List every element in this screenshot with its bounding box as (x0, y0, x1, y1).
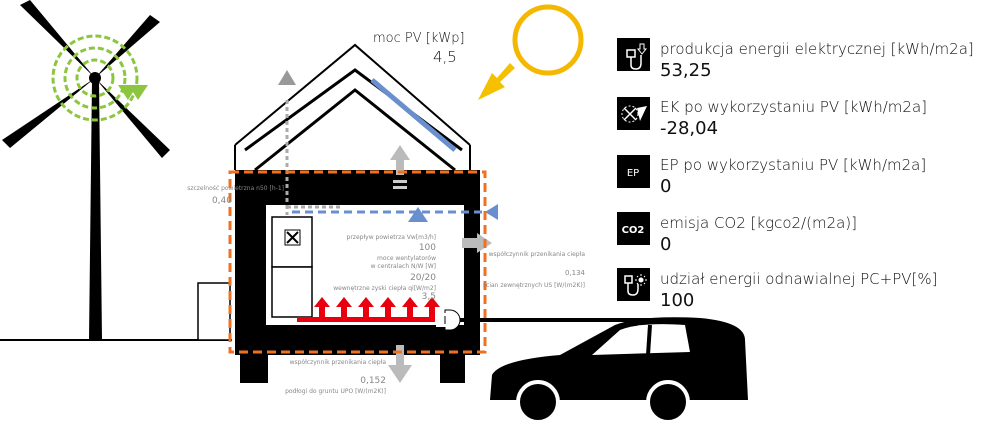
exhaust-arrow-icon (278, 70, 296, 85)
floor-label-2: podłogi do gruntu UPO [W/(m2K)] (285, 388, 386, 395)
kpi-label: EK po wykorzystaniu PV [kWh/m2a] (660, 98, 927, 116)
plug-icon (436, 309, 461, 331)
pv-label: moc PV [kWp] (373, 31, 465, 46)
floor-heat-arrow-icon (388, 345, 412, 383)
kpi-row: EP EP po wykorzystaniu PV [kWh/m2a] 0 (617, 155, 926, 197)
wind-energy-icon (51, 34, 139, 122)
plug-download-icon (617, 38, 650, 71)
walls-value: 0,134 (565, 269, 586, 277)
kpi-label: udział energii odnawialnej PC+PV[%] (660, 270, 937, 288)
fan-icon (284, 229, 301, 246)
gains-label: wewnętrzne zyski ciepła qi[W/m2] (333, 285, 436, 292)
kpi-label: emisja CO2 [kgco2/(m2a)] (660, 214, 857, 232)
svg-text:EP: EP (627, 168, 639, 179)
floor-value: 0,152 (360, 376, 386, 386)
heat-pump-unit (197, 282, 231, 341)
kpi-value: 53,25 (660, 60, 712, 81)
ep-icon (617, 155, 650, 188)
thermal-envelope (228, 170, 487, 354)
co2-icon (617, 212, 650, 245)
sun-icon (512, 4, 584, 76)
airflow-label: przepływ powietrza Vw[m3/h] (347, 234, 436, 241)
airtightness-label: szczelność powietrzna n50 [h-1] (187, 185, 284, 192)
plug-sun-icon (617, 268, 650, 301)
kpi-row: CO2 emisja CO2 [kgco2/(m2a)] 0 (617, 212, 857, 255)
svg-text:CO2: CO2 (622, 225, 645, 236)
gains-value: 3,5 (422, 292, 436, 302)
sun-arrow-icon (478, 63, 515, 100)
supply-arrow-icon (485, 204, 498, 220)
kpi-label: produkcja energii elektrycznej [kWh/m2a] (660, 40, 974, 58)
pv-panel (370, 78, 457, 152)
airtightness-value: 0,40 (212, 196, 232, 206)
walls-label: współczynnik przenikania ciepła (489, 251, 586, 258)
wind-turbine (2, 0, 170, 340)
kpi-value: 100 (660, 290, 694, 311)
kpi-label: EP po wykorzystaniu PV [kWh/m2a] (660, 156, 926, 174)
roof-heat-arrow-icon (390, 145, 410, 175)
internal-gains-arrows (297, 297, 440, 322)
floor-label: współczynnik przenikania ciepła (290, 359, 387, 366)
kpi-row: produkcja energii elektrycznej [kWh/m2a]… (617, 38, 974, 81)
fans-label-2: w centralach N/W [W] (371, 263, 436, 270)
fans-label: moce wentylatorów (377, 255, 436, 262)
airflow-value: 100 (419, 243, 436, 253)
kpi-value: 0 (660, 176, 671, 197)
kpi-value: -28,04 (660, 118, 718, 139)
kpi-row: udział energii odnawialnej PC+PV[%] 100 (617, 268, 937, 311)
kpi-row: EK po wykorzystaniu PV [kWh/m2a] -28,04 (617, 97, 927, 139)
electric-car (490, 317, 748, 424)
fans-value: 20/20 (410, 273, 436, 283)
pv-value: 4,5 (433, 48, 457, 66)
kpi-value: 0 (660, 234, 671, 255)
walls-label-2: ścian zewnętrznych US [W/(m2K)] (483, 282, 585, 289)
